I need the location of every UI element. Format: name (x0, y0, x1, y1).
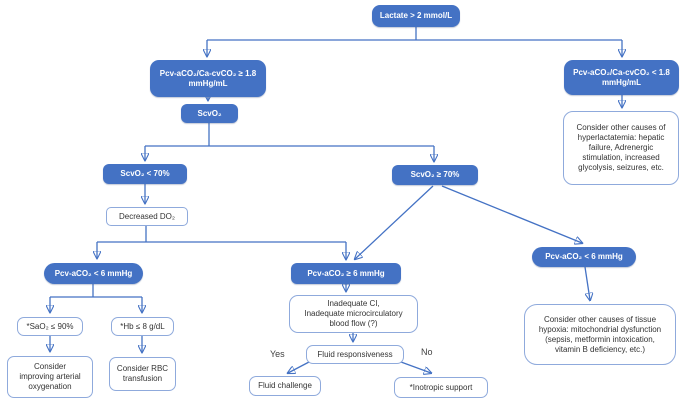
node-hyperlactatemia-causes: Consider other causes of hyperlactatemia… (563, 111, 679, 185)
node-pcv-high-mid: Pcv-aCO₂ ≥ 6 mmHg (291, 263, 401, 284)
node-fluid-responsiveness: Fluid responsiveness (306, 345, 404, 364)
node-scvo2: ScvO₂ (181, 104, 238, 123)
node-pcv-low-left: Pcv-aCO₂ < 6 mmHg (44, 263, 143, 284)
node-improve-oxygenation: Consider improving arterial oxygenation (7, 356, 93, 398)
node-hb: *Hb ≤ 8 g/dL (111, 317, 174, 336)
node-fluid-challenge: Fluid challenge (249, 376, 321, 396)
node-pcv-low-right: Pcv-aCO₂ < 6 mmHg (532, 247, 636, 267)
edge-pcvright-hypoxia (584, 266, 590, 300)
node-ratio-low: Pcv-aCO₂/Ca-cvCO₂ < 1.8 mmHg/mL (564, 60, 679, 95)
node-lactate: Lactate > 2 mmol/L (372, 5, 460, 27)
node-tissue-hypoxia-causes: Consider other causes of tissue hypoxia:… (524, 304, 676, 365)
edge-scvo2high-pcvmid (355, 185, 434, 259)
node-ratio-high: Pcv-aCO₂/Ca-cvCO₂ ≥ 1.8 mmHg/mL (150, 60, 266, 97)
edge-fluidresp-no (400, 361, 431, 373)
node-inotropic-support: *Inotropic support (394, 377, 488, 398)
node-scvo2-high: ScvO₂ ≥ 70% (392, 165, 478, 185)
node-rbc-transfusion: Consider RBC transfusion (109, 357, 176, 391)
edge-fluidresp-yes (288, 361, 310, 373)
node-sao2: *SaO₂ ≤ 90% (17, 317, 83, 336)
edge-label-yes: Yes (270, 349, 285, 359)
edge-scvo2high-pcvright (441, 185, 582, 243)
node-decreased-do2: Decreased DO₂ (106, 207, 188, 226)
node-inadequate-ci: Inadequate CI, Inadequate microcirculato… (289, 295, 418, 333)
node-scvo2-low: ScvO₂ < 70% (103, 164, 187, 184)
edge-label-no: No (421, 347, 433, 357)
